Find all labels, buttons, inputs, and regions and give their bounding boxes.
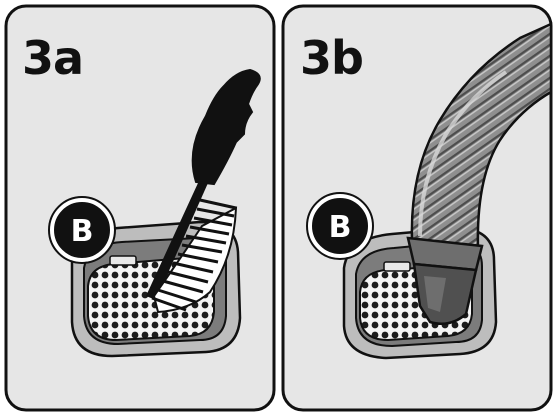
badge-label: B bbox=[329, 210, 352, 245]
badge-label: B bbox=[71, 214, 94, 249]
panel-label: 3a bbox=[22, 31, 83, 85]
panel-label: 3b bbox=[300, 31, 363, 85]
badge-b: B bbox=[307, 193, 373, 259]
panel-3a: 3a bbox=[6, 6, 274, 410]
panel-3b: 3b B bbox=[283, 6, 551, 410]
badge-b: B bbox=[49, 197, 115, 263]
